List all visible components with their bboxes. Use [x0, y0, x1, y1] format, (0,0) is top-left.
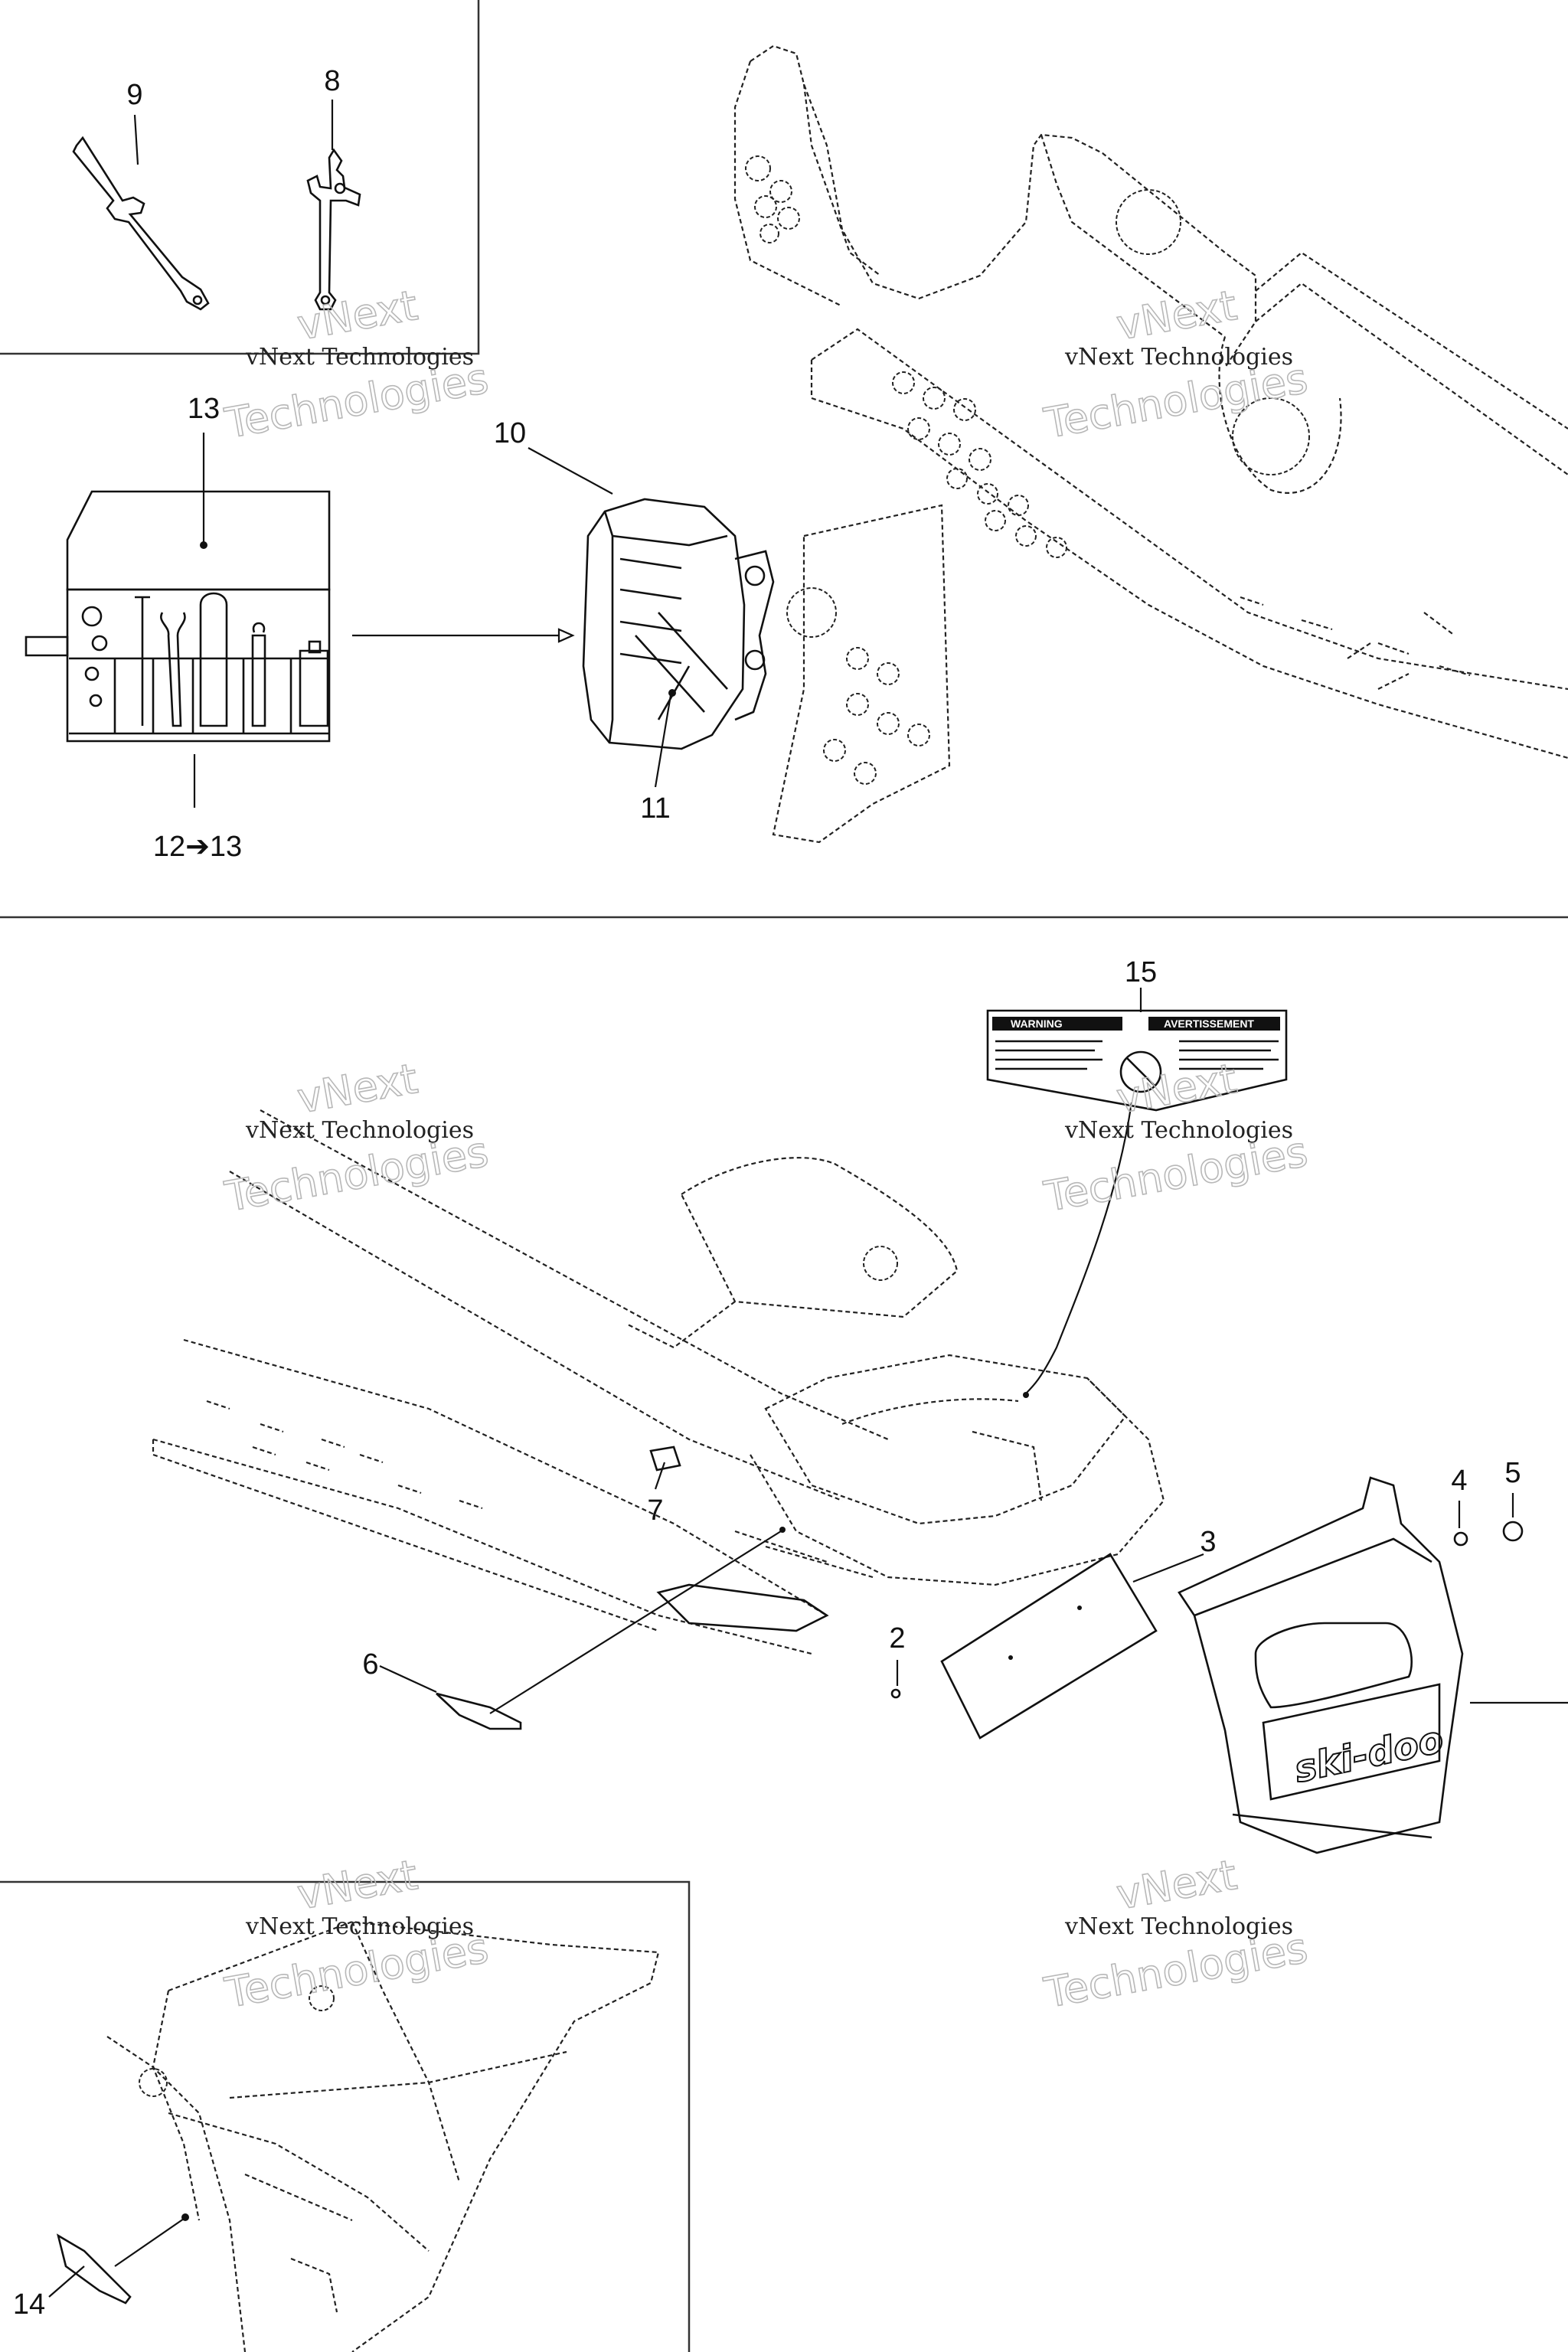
rivet-2	[890, 1688, 901, 1699]
callout-labels: 9 8 13 10 11 12➔13 15 7 3 4 5 2 6 14	[13, 65, 1521, 2321]
rear-chassis	[152, 1109, 1165, 1655]
watermark-brand: vNext	[1113, 1851, 1240, 1919]
callout-14: 14	[13, 2288, 45, 2321]
hardware	[890, 1521, 1524, 1699]
warning-decal-15: WARNING AVERTISSEMENT	[986, 1009, 1288, 1112]
watermark-brand: vNext	[294, 1054, 421, 1122]
watermark-brand: vNext	[294, 281, 421, 349]
nut-4	[1453, 1531, 1468, 1547]
callout-5: 5	[1504, 1457, 1521, 1489]
watermark-brand: vNext	[1113, 1054, 1240, 1122]
decal-avertissement-text: AVERTISSEMENT	[1164, 1018, 1254, 1030]
inset-frame-hood	[0, 1880, 691, 2352]
watermark-brand: vNext	[294, 1851, 421, 1919]
tool-box-11	[582, 498, 775, 750]
plate-3	[940, 1553, 1158, 1740]
hood-inset	[106, 1920, 660, 2352]
callout-13: 13	[188, 393, 220, 425]
callout-7: 7	[647, 1494, 663, 1527]
inset-frame-tools	[0, 0, 480, 355]
label-14	[56, 2233, 132, 2305]
callout-8: 8	[324, 65, 340, 97]
watermark-4: vNext vNext Technologies Technologies	[1040, 1054, 1312, 1221]
callout-11: 11	[640, 792, 670, 825]
flap-logo: ski-doo	[1291, 1718, 1448, 1792]
watermark-line: vNext Technologies	[1064, 1913, 1293, 1940]
callout-9: 9	[126, 79, 142, 111]
watermark-line: vNext Technologies	[245, 1117, 474, 1144]
watermark-line: vNext Technologies	[1064, 1117, 1293, 1144]
callout-12-13: 12➔13	[153, 831, 242, 863]
snow-flap: ski-doo	[1178, 1476, 1464, 1854]
callout-6: 6	[362, 1648, 378, 1681]
leaders-top	[133, 100, 676, 808]
watermark-brand: vNext	[1113, 281, 1240, 349]
watermark-line: vNext Technologies	[1064, 344, 1293, 371]
watermark-1: vNext vNext Technologies Technologies	[220, 280, 492, 448]
label-6	[436, 1692, 522, 1730]
callout-3: 3	[1200, 1526, 1216, 1558]
watermark-line: vNext Technologies	[245, 344, 474, 371]
callout-15: 15	[1125, 956, 1157, 988]
watermark-3: vNext vNext Technologies Technologies	[220, 1054, 492, 1221]
tool-9-wrench	[72, 136, 210, 311]
callout-4: 4	[1451, 1465, 1467, 1497]
washer-5	[1502, 1521, 1524, 1542]
watermark-6: vNext vNext Technologies Technologies	[1040, 1850, 1312, 2017]
leaders-bottom	[48, 988, 1568, 2298]
chassis-frame	[733, 44, 1568, 844]
watermark-2: vNext vNext Technologies Technologies	[1040, 280, 1312, 448]
decal-warning-text: WARNING	[1011, 1018, 1063, 1030]
callout-2: 2	[889, 1622, 905, 1655]
watermark-line: vNext Technologies	[245, 1913, 474, 1940]
callout-10: 10	[494, 417, 526, 449]
tool-kit-bag	[24, 490, 331, 743]
watermark-5: vNext vNext Technologies Technologies	[220, 1850, 492, 2017]
tool-8-spanner	[306, 148, 361, 311]
